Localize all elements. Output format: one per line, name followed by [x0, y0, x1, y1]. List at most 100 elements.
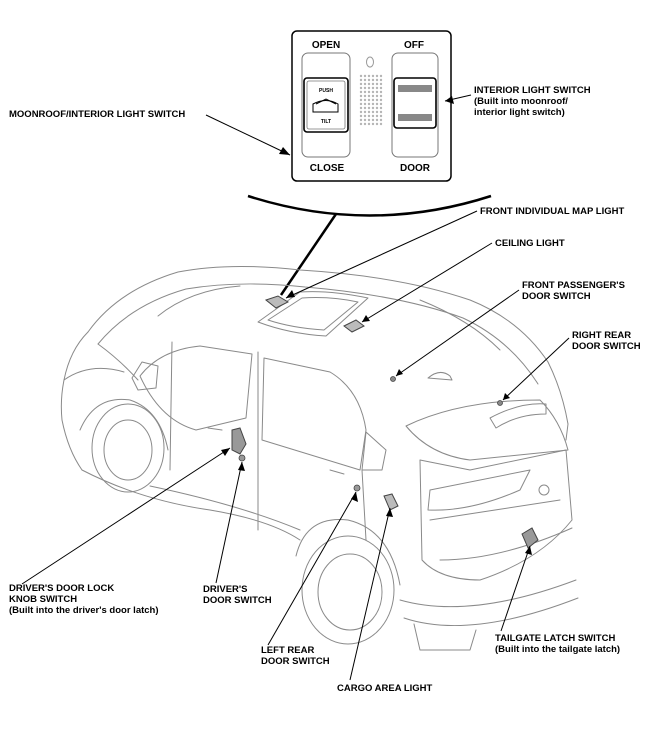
driver-door-line-1: DRIVER'S — [203, 584, 248, 595]
grille-dot — [379, 98, 383, 102]
grille-dot — [359, 98, 363, 102]
grille-dot — [379, 94, 383, 98]
grille-dot — [371, 114, 375, 118]
cargo-area-light-label: CARGO AREA LIGHT — [337, 683, 433, 694]
grille-dot — [359, 102, 363, 106]
ceiling-light-label: CEILING LIGHT — [495, 238, 565, 249]
grille-dot — [379, 122, 383, 126]
grille-dot — [375, 86, 379, 90]
leader-arrowheads — [221, 96, 532, 555]
grille-dot — [367, 122, 371, 126]
tailgate-latch-switch-label: TAILGATE LATCH SWITCH (Built into the ta… — [495, 633, 620, 655]
grille-dot — [367, 118, 371, 122]
interior-switch-line-3: interior light switch) — [474, 107, 565, 118]
grille-dot — [363, 110, 367, 114]
tailgate-latch-switch — [521, 527, 539, 549]
grille-dot — [371, 78, 375, 82]
grille-dot — [367, 106, 371, 110]
grille-dot — [375, 78, 379, 82]
lock-knob-line-3: (Built into the driver's door latch) — [9, 605, 159, 616]
grille-dot — [363, 86, 367, 90]
switch-ridge-top — [398, 85, 432, 92]
grille-dot — [371, 86, 375, 90]
grille-dot — [379, 106, 383, 110]
grille-dot — [379, 110, 383, 114]
right-rear-line-1: RIGHT REAR — [572, 330, 632, 341]
leader-lines — [21, 94, 570, 681]
interior-switch-line-2: (Built into moonroof/ — [474, 96, 568, 107]
drivers-door-switch-label: DRIVER'S DOOR SWITCH — [203, 584, 272, 606]
grille-dot — [371, 94, 375, 98]
grille-dot — [375, 74, 379, 78]
moonroof-tilt-icon — [312, 98, 339, 113]
right-rear-door-switch-label: RIGHT REAR DOOR SWITCH — [572, 330, 641, 352]
grille-dot — [363, 74, 367, 78]
grille-dot — [379, 114, 383, 118]
grille-dot — [359, 74, 363, 78]
left-rear-door-switch-label: LEFT REAR DOOR SWITCH — [261, 645, 330, 667]
grille-dot — [359, 86, 363, 90]
indicator-lens — [366, 56, 374, 68]
left-rear-line-2: DOOR SWITCH — [261, 656, 330, 667]
grille-dot — [375, 90, 379, 94]
drivers-door-switch — [238, 454, 246, 462]
front-pass-line-1: FRONT PASSENGER'S — [522, 280, 625, 291]
grille-dot — [363, 118, 367, 122]
grille-dot — [379, 86, 383, 90]
grille-dot — [367, 74, 371, 78]
interior-light-switch-label: INTERIOR LIGHT SWITCH (Built into moonro… — [474, 85, 591, 118]
grille-dot — [363, 94, 367, 98]
moonroof-interior-light-switch-panel: OPEN OFF CLOSE DOOR PUSH TILT — [291, 30, 452, 182]
close-label: CLOSE — [310, 163, 345, 174]
ceiling-light — [343, 319, 365, 333]
grille-dot — [375, 94, 379, 98]
grille-dot — [359, 90, 363, 94]
microphone-grille — [359, 74, 383, 126]
grille-dot — [375, 118, 379, 122]
grille-dot — [359, 122, 363, 126]
switch-ridge-bottom — [398, 114, 432, 121]
grille-dot — [359, 114, 363, 118]
grille-dot — [359, 94, 363, 98]
grille-dot — [359, 82, 363, 86]
grille-dot — [367, 90, 371, 94]
grille-dot — [379, 82, 383, 86]
moonroof-switch-button — [303, 77, 349, 133]
grille-dot — [363, 78, 367, 82]
grille-dot — [367, 86, 371, 90]
push-label: PUSH — [319, 88, 333, 94]
grille-dot — [375, 106, 379, 110]
door-label: DOOR — [400, 163, 431, 174]
moonroof-switch-label: MOONROOF/INTERIOR LIGHT SWITCH — [9, 109, 186, 120]
right-rear-door-switch — [497, 400, 503, 406]
tailgate-line-2: (Built into the tailgate latch) — [495, 644, 621, 655]
grille-dot — [375, 114, 379, 118]
grille-dot — [363, 106, 367, 110]
grille-dot — [379, 78, 383, 82]
grille-dot — [379, 102, 383, 106]
grille-dot — [359, 106, 363, 110]
grille-dot — [371, 106, 375, 110]
grille-dot — [379, 74, 383, 78]
grille-dot — [371, 98, 375, 102]
grille-dot — [359, 78, 363, 82]
lock-knob-switch-label: DRIVER'S DOOR LOCK KNOB SWITCH (Built in… — [9, 583, 159, 616]
grille-dot — [375, 110, 379, 114]
lock-knob-line-1: DRIVER'S DOOR LOCK — [9, 583, 115, 594]
grille-dot — [371, 118, 375, 122]
front-passenger-door-switch-label: FRONT PASSENGER'S DOOR SWITCH — [522, 280, 625, 302]
magnification-pointer — [279, 213, 338, 296]
drivers-door-lock-knob-switch — [231, 427, 247, 455]
grille-dot — [359, 110, 363, 114]
grille-dot — [367, 82, 371, 86]
grille-dot — [379, 90, 383, 94]
grille-dot — [371, 110, 375, 114]
grille-dot — [371, 122, 375, 126]
tailgate-line-1: TAILGATE LATCH SWITCH — [495, 633, 616, 644]
grille-dot — [363, 114, 367, 118]
grille-dot — [367, 94, 371, 98]
grille-dot — [367, 78, 371, 82]
front-map-light-label: FRONT INDIVIDUAL MAP LIGHT — [480, 206, 625, 217]
cargo-area-light — [383, 493, 399, 511]
